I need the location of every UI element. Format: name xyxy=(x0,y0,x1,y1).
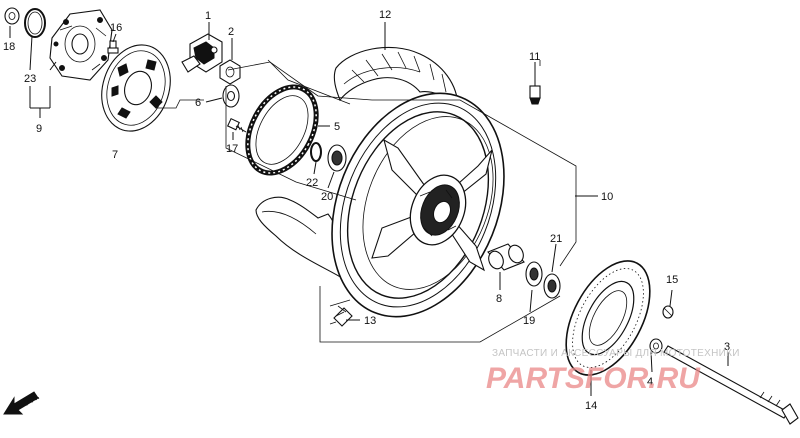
part-16-bolt xyxy=(107,40,119,54)
callout-16: 16 xyxy=(110,22,122,34)
part-8-collar xyxy=(487,243,525,271)
callout-15: 15 xyxy=(666,274,678,286)
part-17-bolt xyxy=(226,117,247,133)
wheel-rim xyxy=(331,92,505,318)
watermark-logo: PARTSFOR.RU xyxy=(486,362,701,395)
front-arrow-icon xyxy=(3,391,39,415)
callout-2: 2 xyxy=(228,26,234,38)
callout-7: 7 xyxy=(112,149,118,161)
callout-18: 18 xyxy=(3,41,15,53)
part-21-bearing xyxy=(543,273,561,299)
callout-8: 8 xyxy=(496,293,502,305)
callout-6: 6 xyxy=(195,97,201,109)
front-direction-label: FR. xyxy=(22,391,42,409)
part-9-hub-flange xyxy=(49,9,113,81)
callout-21: 21 xyxy=(550,233,562,245)
part-2-nut xyxy=(219,59,241,85)
part-5-pulser-ring xyxy=(245,84,319,176)
callout-13: 13 xyxy=(364,315,376,327)
part-6-washer xyxy=(222,84,240,108)
callout-20: 20 xyxy=(321,191,333,203)
leader-lines xyxy=(9,22,729,396)
part-14-brake-disc xyxy=(565,260,651,376)
callout-19: 19 xyxy=(523,315,535,327)
part-4-collar xyxy=(649,338,663,354)
part-1-damper-holder xyxy=(181,33,223,73)
callout-labels: 1 2 3 4 5 6 7 8 9 10 11 12 13 14 15 16 1… xyxy=(3,9,730,412)
callout-3: 3 xyxy=(724,341,730,353)
part-20-bearing xyxy=(327,144,347,172)
callout-11: 11 xyxy=(529,51,540,63)
part-23-o-ring xyxy=(24,8,46,38)
callout-1: 1 xyxy=(205,10,211,22)
callout-22: 22 xyxy=(306,177,318,189)
part-11-valve xyxy=(529,70,541,105)
callout-9: 9 xyxy=(36,123,42,135)
callout-12: 12 xyxy=(379,9,391,21)
part-19-seal xyxy=(525,261,543,287)
part-13-bolt xyxy=(329,305,353,327)
callout-10: 10 xyxy=(601,191,613,203)
front-direction-indicator: FR. xyxy=(3,391,42,415)
watermark: ЗАПЧАСТИ И АКСЕССУАРЫ ДЛЯ МОТОТЕХНИКИ PA… xyxy=(486,348,740,395)
part-18-washer xyxy=(4,7,20,25)
callout-14: 14 xyxy=(585,400,597,412)
callout-17: 17 xyxy=(226,143,238,155)
callout-5: 5 xyxy=(334,121,340,133)
callout-23: 23 xyxy=(24,73,36,85)
watermark-tagline: ЗАПЧАСТИ И АКСЕССУАРЫ ДЛЯ МОТОТЕХНИКИ xyxy=(492,348,740,359)
part-22-o-ring xyxy=(310,142,322,162)
callout-4: 4 xyxy=(647,376,653,388)
part-15-bolt xyxy=(662,305,674,319)
part-3-axle xyxy=(663,345,799,425)
part-7-sprocket-plate xyxy=(101,44,171,132)
part-12-tire-lower xyxy=(255,196,343,279)
